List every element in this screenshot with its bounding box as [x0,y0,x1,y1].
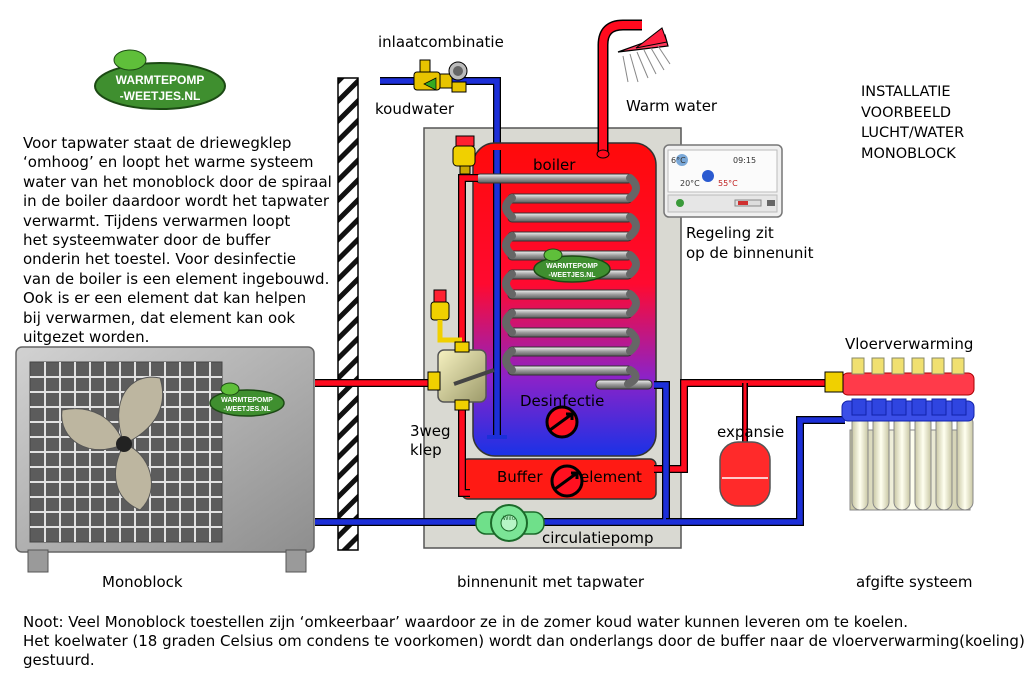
intro-line: onderin het toestel. Voor desinfectie [23,250,297,269]
three-way-valve-label-2: klep [410,441,442,459]
three-way-valve [427,341,495,411]
intro-line: water van het monoblock door de spiraal [23,172,332,191]
intro-line: het systeemwater door de buffer [23,231,271,250]
safety-valve-icon [452,135,476,175]
floor-heating-return-manifold [841,398,975,422]
air-vent-icon [430,289,462,343]
intro-line: van de boiler is een element ingebouwd. [23,269,330,288]
emission-system-caption: afgifte systeem [856,573,973,591]
controller-room-temp: 20°C [680,179,700,188]
title-line: INSTALLATIE [861,84,951,100]
title-line: MONOBLOCK [861,145,956,162]
expansion-vessel [719,383,771,507]
diagram-title: INSTALLATIE VOORBEELD LUCHT/WATER MONOBL… [861,82,964,164]
logo-boiler [533,248,611,283]
disinfection-label: Desinfectie [520,392,604,410]
pump-brand-label: Wilo [503,515,516,522]
logo-main-line1: WARMTEPOMP [116,73,205,87]
shower-head-icon [617,27,671,83]
footnote-line: Noot: Veel Monoblock toestellen zijn ‘om… [23,613,909,631]
floor-heating-label: Vloerverwarming [845,335,974,353]
title-line: VOORBEELD [861,104,952,121]
monoblock-caption: Monoblock [102,573,183,591]
controller-outdoor-temp: 6°C [671,156,686,165]
footnote: Noot: Veel Monoblock toestellen zijn ‘om… [23,613,1025,670]
hot-water-pipe [596,19,642,159]
circulation-pump [475,504,545,542]
intro-line: uitgezet worden. [23,328,150,347]
inlet-combination-label: inlaatcombinatie [378,33,504,51]
heating-coil [475,173,653,390]
cold-water-label: koudwater [375,100,455,118]
logo-monoblock-line2: -WEETJES.NL [223,406,271,413]
footnote-line: gestuurd. [23,651,95,669]
fan-icon [61,376,164,511]
intro-line: bij verwarmen, dat element kan ook [23,308,296,327]
logo-boiler-line1: WARMTEPOMP [546,263,598,270]
expansion-label: expansie [717,423,785,441]
controller-caption-line: Regeling zit [686,224,774,242]
cold-water-dip-tube [487,150,507,439]
warm-water-label: Warm water [626,97,718,115]
wall [337,77,359,551]
controller-display [663,144,783,218]
buffer-element-icon [550,464,584,498]
monoblock-feet [27,549,307,573]
monoblock-unit [15,346,315,553]
return-pipe [315,381,845,526]
controller-caption: Regeling zit op de binnenunit [686,224,814,263]
floor-heating-tubes [849,414,974,511]
logo-main-line2: -WEETJES.NL [120,89,201,103]
intro-line: Ook is er een element dat kan helpen [23,289,307,308]
buffer-label: Buffer [497,468,543,486]
floor-heating-supply-manifold [824,357,975,396]
footnote-line: Het koelwater (18 graden Celsius om cond… [23,632,1025,650]
circulation-pump-label: circulatiepomp [542,529,654,547]
controller-caption-line: op de binnenunit [686,243,814,262]
boiler-label: boiler [533,156,576,174]
logo-boiler-line2: -WEETJES.NL [548,272,596,279]
inlet-combination-icon [413,59,468,93]
intro-line: verwarmt. Tijdens verwarmen loopt [23,211,291,230]
logo-main [94,49,226,110]
logo-monoblock-line1: WARMTEPOMP [221,397,273,404]
controller-water-temp: 55°C [718,179,738,188]
intro-line: Voor tapwater staat de driewegklep [23,134,292,152]
disinfection-element-icon [545,405,579,439]
title-line: LUCHT/WATER [861,125,965,141]
three-way-valve-label-1: 3weg [410,422,451,440]
intro-line: ‘omhoog’ en loopt het warme systeem [23,153,314,172]
intro-text: Voor tapwater staat de driewegklep ‘omho… [23,134,332,347]
logo-monoblock [209,382,285,417]
element-label: element [580,468,642,486]
indoor-unit-caption: binnenunit met tapwater [457,573,645,591]
controller-time: 09:15 [733,156,756,165]
intro-line: in de boiler daardoor wordt het tapwater [23,192,330,211]
